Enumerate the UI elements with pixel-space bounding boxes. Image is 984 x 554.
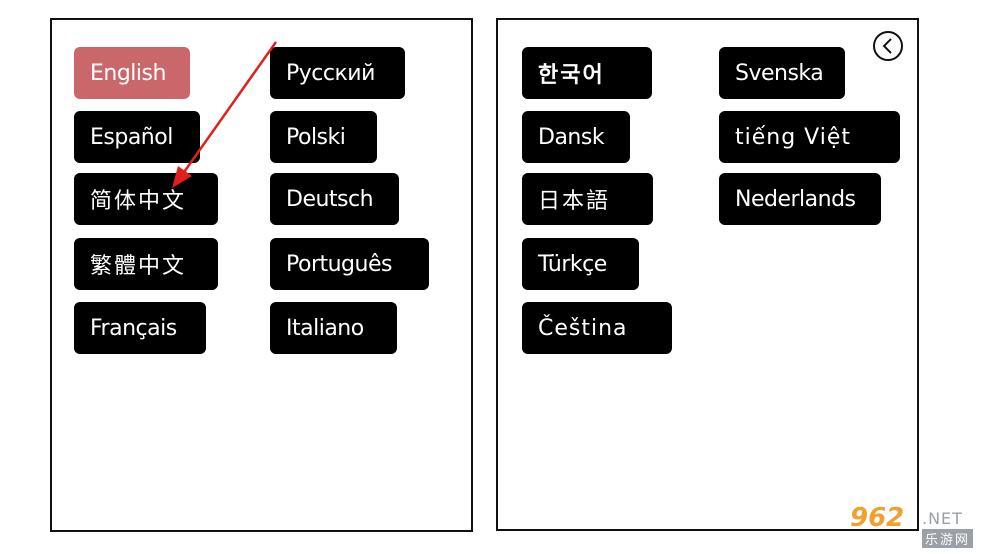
language-button-dutch[interactable]: Nederlands bbox=[719, 173, 881, 225]
language-button-russian[interactable]: Русский bbox=[270, 47, 405, 99]
chevron-left-icon bbox=[882, 38, 892, 54]
language-button-polish[interactable]: Polski bbox=[270, 111, 377, 163]
language-button-french[interactable]: Français bbox=[74, 302, 206, 354]
language-button-swedish[interactable]: Svenska bbox=[719, 47, 845, 99]
language-button-spanish[interactable]: Español bbox=[74, 111, 200, 163]
language-button-german[interactable]: Deutsch bbox=[270, 173, 399, 225]
language-button-italian[interactable]: Italiano bbox=[270, 302, 397, 354]
language-button-simplified-chinese[interactable]: 简体中文 bbox=[74, 173, 218, 225]
language-button-portuguese[interactable]: Português bbox=[270, 238, 429, 290]
language-button-english[interactable]: English bbox=[74, 47, 190, 99]
back-button[interactable] bbox=[873, 31, 903, 61]
language-button-danish[interactable]: Dansk bbox=[522, 111, 630, 163]
language-button-czech[interactable]: Čeština bbox=[522, 302, 672, 354]
language-button-japanese[interactable]: 日本語 bbox=[522, 173, 653, 225]
watermark-suffix: .NET bbox=[922, 509, 963, 528]
language-button-turkish[interactable]: Türkçe bbox=[522, 238, 639, 290]
language-button-traditional-chinese[interactable]: 繁體中文 bbox=[74, 238, 218, 290]
watermark-logo: 962 .NET 乐游网 bbox=[846, 503, 978, 549]
language-button-vietnamese[interactable]: tiếng Việt bbox=[719, 111, 900, 163]
watermark-number: 962 bbox=[850, 503, 905, 533]
watermark-cn: 乐游网 bbox=[922, 529, 974, 548]
language-button-korean[interactable]: 한국어 bbox=[522, 47, 652, 99]
